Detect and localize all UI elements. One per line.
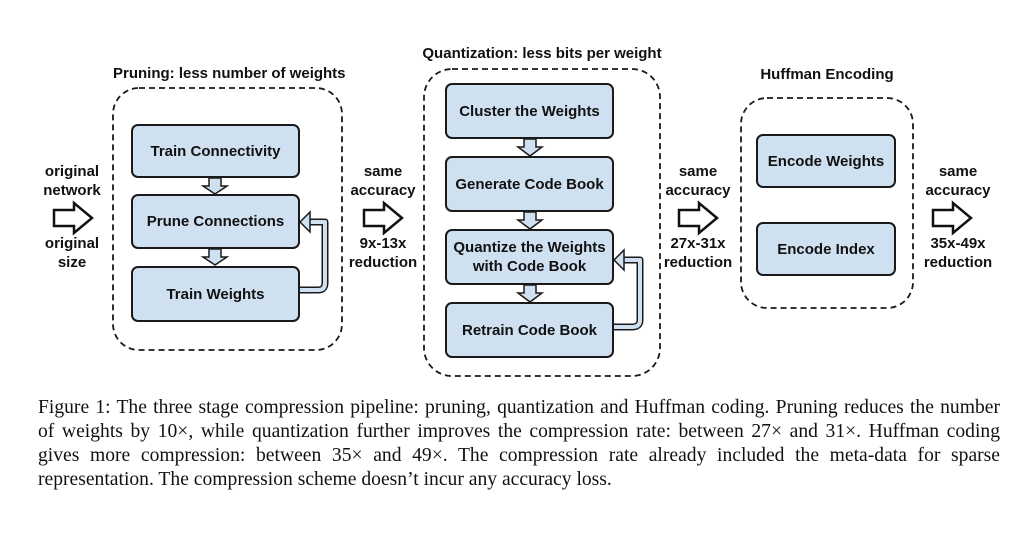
stage2-output-bottom-label: 27x-31x reduction	[663, 235, 733, 271]
pruning-stage-frame	[112, 87, 343, 351]
huffman-stage-title: Huffman Encoding	[760, 66, 894, 83]
cluster-weights-box: Cluster the Weights	[445, 83, 614, 139]
train-connectivity-box: Train Connectivity	[131, 124, 300, 178]
encode-index-box: Encode Index	[756, 222, 896, 276]
quantize-weights-box: Quantize the Weights with Code Book	[445, 229, 614, 285]
generate-code-book-box: Generate Code Book	[445, 156, 614, 212]
feedback-arrowhead-icon	[298, 210, 311, 234]
figure-caption: Figure 1: The three stage compression pi…	[38, 397, 1000, 490]
stage3-output-arrow-icon	[931, 200, 973, 236]
pruning-stage-title: Pruning: less number of weights	[113, 65, 346, 82]
huffman-stage-frame	[740, 97, 914, 309]
retrain-code-book-box: Retrain Code Book	[445, 302, 614, 358]
input-bottom-label: original size	[44, 235, 100, 271]
stage2-output-arrow-icon	[677, 200, 719, 236]
prune-connections-box: Prune Connections	[131, 194, 300, 249]
diagram-shapes	[52, 68, 973, 377]
encode-weights-box: Encode Weights	[756, 134, 896, 188]
down-arrow-icon	[515, 138, 545, 157]
stage2-output-top-label: same accuracy	[665, 163, 731, 199]
pruning-feedback-loop-arrow	[300, 218, 329, 294]
pipeline-diagram: Pruning: less number of weights Quantiza…	[43, 45, 993, 377]
stage1-output-bottom-label: 9x-13x reduction	[348, 235, 418, 271]
train-weights-box: Train Weights	[131, 266, 300, 322]
stage1-output-top-label: same accuracy	[350, 163, 416, 199]
feedback-arrowhead-icon	[612, 248, 625, 272]
down-arrow-icon	[200, 177, 230, 195]
stage1-output-arrow-icon	[362, 200, 404, 236]
stage3-output-bottom-label: 35x-49x reduction	[923, 235, 993, 271]
input-arrow-icon	[52, 200, 94, 236]
down-arrow-icon	[515, 211, 545, 230]
quantization-feedback-loop-arrow	[614, 256, 644, 331]
down-arrow-icon	[515, 284, 545, 303]
quantization-stage-title: Quantization: less bits per weight	[422, 45, 662, 62]
stage3-output-top-label: same accuracy	[925, 163, 991, 199]
down-arrow-icon	[200, 248, 230, 266]
quantization-stage-frame	[423, 68, 661, 377]
input-top-label: original network	[43, 163, 101, 199]
